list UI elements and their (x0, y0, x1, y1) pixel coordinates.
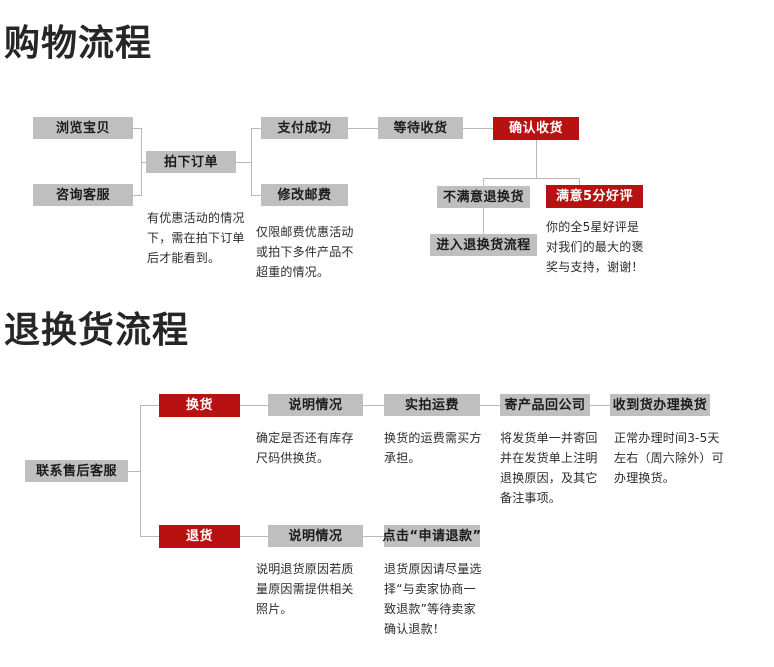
box-enter-return-flow[interactable]: 进入退换货流程 (430, 234, 537, 256)
note-apply-refund: 退货原因请尽量选 择“与卖家协商一 致退款”等待卖家 确认退款！ (384, 559, 482, 639)
note-line: 退换原因，及其它 (500, 471, 598, 485)
box-send-product-back[interactable]: 寄产品回公司 (500, 394, 590, 416)
note-line: 说明退货原因若质 (256, 562, 354, 576)
note-line: 办理换货。 (614, 471, 676, 485)
note-line: 择“与卖家协商一 (384, 582, 476, 596)
note-send-product-back: 将发货单一并寄回 并在发货单上注明 退换原因，及其它 备注事项。 (500, 428, 598, 508)
note-line: 超重的情况。 (256, 265, 330, 279)
note-line: 对我们的最大的褒 (546, 240, 644, 254)
connector-pay-modify-vertical (251, 128, 252, 195)
note-line: 仅限邮费优惠活动 (256, 225, 354, 239)
note-line: 或拍下多件产品不 (256, 245, 354, 259)
box-unsatisfied-return[interactable]: 不满意退换货 (437, 186, 530, 208)
box-five-star-review[interactable]: 满意5分好评 (546, 185, 643, 208)
note-line: 换货的运费需买方 (384, 431, 482, 445)
box-wait-receive[interactable]: 等待收货 (378, 117, 463, 139)
section-title-shopping: 购物流程 (4, 23, 153, 64)
box-place-order[interactable]: 拍下订单 (146, 151, 236, 173)
note-explain-exchange: 确定是否还有库存 尺码供换货。 (256, 428, 354, 468)
connector-to-unsatisfied (483, 178, 484, 187)
note-line: 照片。 (256, 602, 293, 616)
note-line: 你的全5星好评是 (546, 220, 640, 234)
note-line: 备注事项。 (500, 491, 562, 505)
connector-contact-stub (133, 195, 142, 196)
box-explain-exchange[interactable]: 说明情况 (268, 394, 363, 416)
connector-exchange-to-explain (240, 405, 268, 406)
box-pay-success[interactable]: 支付成功 (261, 117, 348, 139)
connector-pay-stub (251, 128, 261, 129)
note-line: 下，需在拍下订单 (147, 231, 245, 245)
connector-wait-to-confirm (463, 128, 493, 129)
connector-explain-to-shipping (363, 405, 384, 406)
connector-pay-to-wait (348, 128, 378, 129)
note-line: 左右（周六除外）可 (614, 451, 724, 465)
connector-browse-contact-vertical (141, 128, 142, 195)
connector-shipping-to-sendback (480, 405, 500, 406)
connector-confirm-down (536, 140, 537, 179)
note-receive-and-process: 正常办理时间3-5天 左右（周六除外）可 办理换货。 (614, 428, 724, 488)
note-line: 有优惠活动的情况 (147, 211, 245, 225)
note-line: 确认退款！ (384, 622, 446, 636)
connector-sendback-to-receive (590, 405, 610, 406)
connector-browse-stub (133, 128, 142, 129)
connector-refund-to-explain (240, 536, 268, 537)
note-line: 将发货单一并寄回 (500, 431, 598, 445)
note-explain-refund: 说明退货原因若质 量原因需提供相关 照片。 (256, 559, 354, 619)
connector-after-sale-out (128, 471, 141, 472)
note-line: 确定是否还有库存 (256, 431, 354, 445)
note-line: 退货原因请尽量选 (384, 562, 482, 576)
connector-confirm-split (483, 178, 580, 179)
connector-to-exchange (140, 405, 159, 406)
connector-to-refund (140, 536, 159, 537)
note-line: 并在发货单上注明 (500, 451, 598, 465)
box-browse[interactable]: 浏览宝贝 (33, 117, 133, 139)
box-refund[interactable]: 退货 (159, 525, 240, 548)
note-five-star-review: 你的全5星好评是 对我们的最大的褒 奖与支持，谢谢！ (546, 217, 644, 277)
connector-modify-stub (251, 195, 261, 196)
connector-place-order-out (236, 162, 252, 163)
connector-to-five-star (579, 178, 580, 187)
box-exchange[interactable]: 换货 (159, 394, 240, 417)
note-line: 正常办理时间3-5天 (614, 431, 720, 445)
connector-unsatisfied-to-enter (483, 204, 484, 235)
section-title-return-exchange: 退换货流程 (4, 310, 190, 351)
note-line: 量原因需提供相关 (256, 582, 354, 596)
box-explain-refund[interactable]: 说明情况 (268, 525, 363, 547)
box-modify-shipping[interactable]: 修改邮费 (261, 184, 348, 206)
note-real-shipping-fee: 换货的运费需买方 承担。 (384, 428, 482, 468)
connector-explain-to-apply (363, 536, 384, 537)
note-line: 奖与支持，谢谢！ (546, 260, 644, 274)
note-line: 后才能看到。 (147, 251, 221, 265)
note-line: 尺码供换货。 (256, 451, 330, 465)
note-line: 承担。 (384, 451, 421, 465)
box-real-shipping-fee[interactable]: 实拍运费 (384, 394, 480, 416)
note-place-order: 有优惠活动的情况 下，需在拍下订单 后才能看到。 (147, 208, 245, 268)
box-apply-refund[interactable]: 点击“申请退款” (382, 525, 481, 547)
box-confirm-receive[interactable]: 确认收货 (493, 117, 579, 140)
note-line: 致退款”等待卖家 (384, 602, 476, 616)
box-contact-after-sale[interactable]: 联系售后客服 (25, 460, 128, 482)
connector-after-sale-vertical (140, 405, 141, 536)
box-receive-and-process[interactable]: 收到货办理换货 (610, 394, 710, 416)
note-modify-shipping: 仅限邮费优惠活动 或拍下多件产品不 超重的情况。 (256, 222, 354, 282)
box-contact-service[interactable]: 咨询客服 (33, 184, 133, 206)
